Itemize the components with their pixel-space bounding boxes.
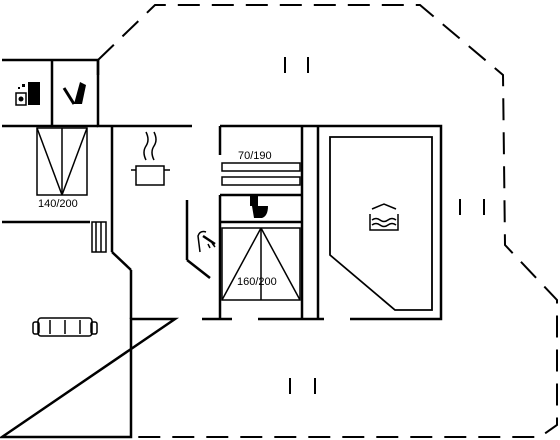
swimming-pool-icon [369, 203, 399, 231]
walls [0, 58, 443, 439]
bed-label-bedroom-1: 140/200 [38, 198, 78, 210]
bed-label-bedroom-3: 160/200 [237, 276, 277, 288]
bed-label-bedroom-2: 70/190 [238, 150, 272, 162]
terrace-outline [97, 4, 558, 438]
toilet-icon [250, 196, 268, 218]
sofa-icon [32, 317, 98, 337]
stairs [91, 221, 107, 253]
bed-70-190 [221, 162, 301, 186]
shower-icon [197, 230, 216, 253]
bed-140-200 [36, 127, 88, 196]
dryer-icon [62, 82, 86, 105]
bed-160-200 [221, 227, 301, 301]
pool [329, 136, 433, 311]
terrace-posts [284, 57, 485, 394]
cooking-pot-icon [131, 131, 170, 186]
washing-machine-icon [15, 82, 40, 106]
